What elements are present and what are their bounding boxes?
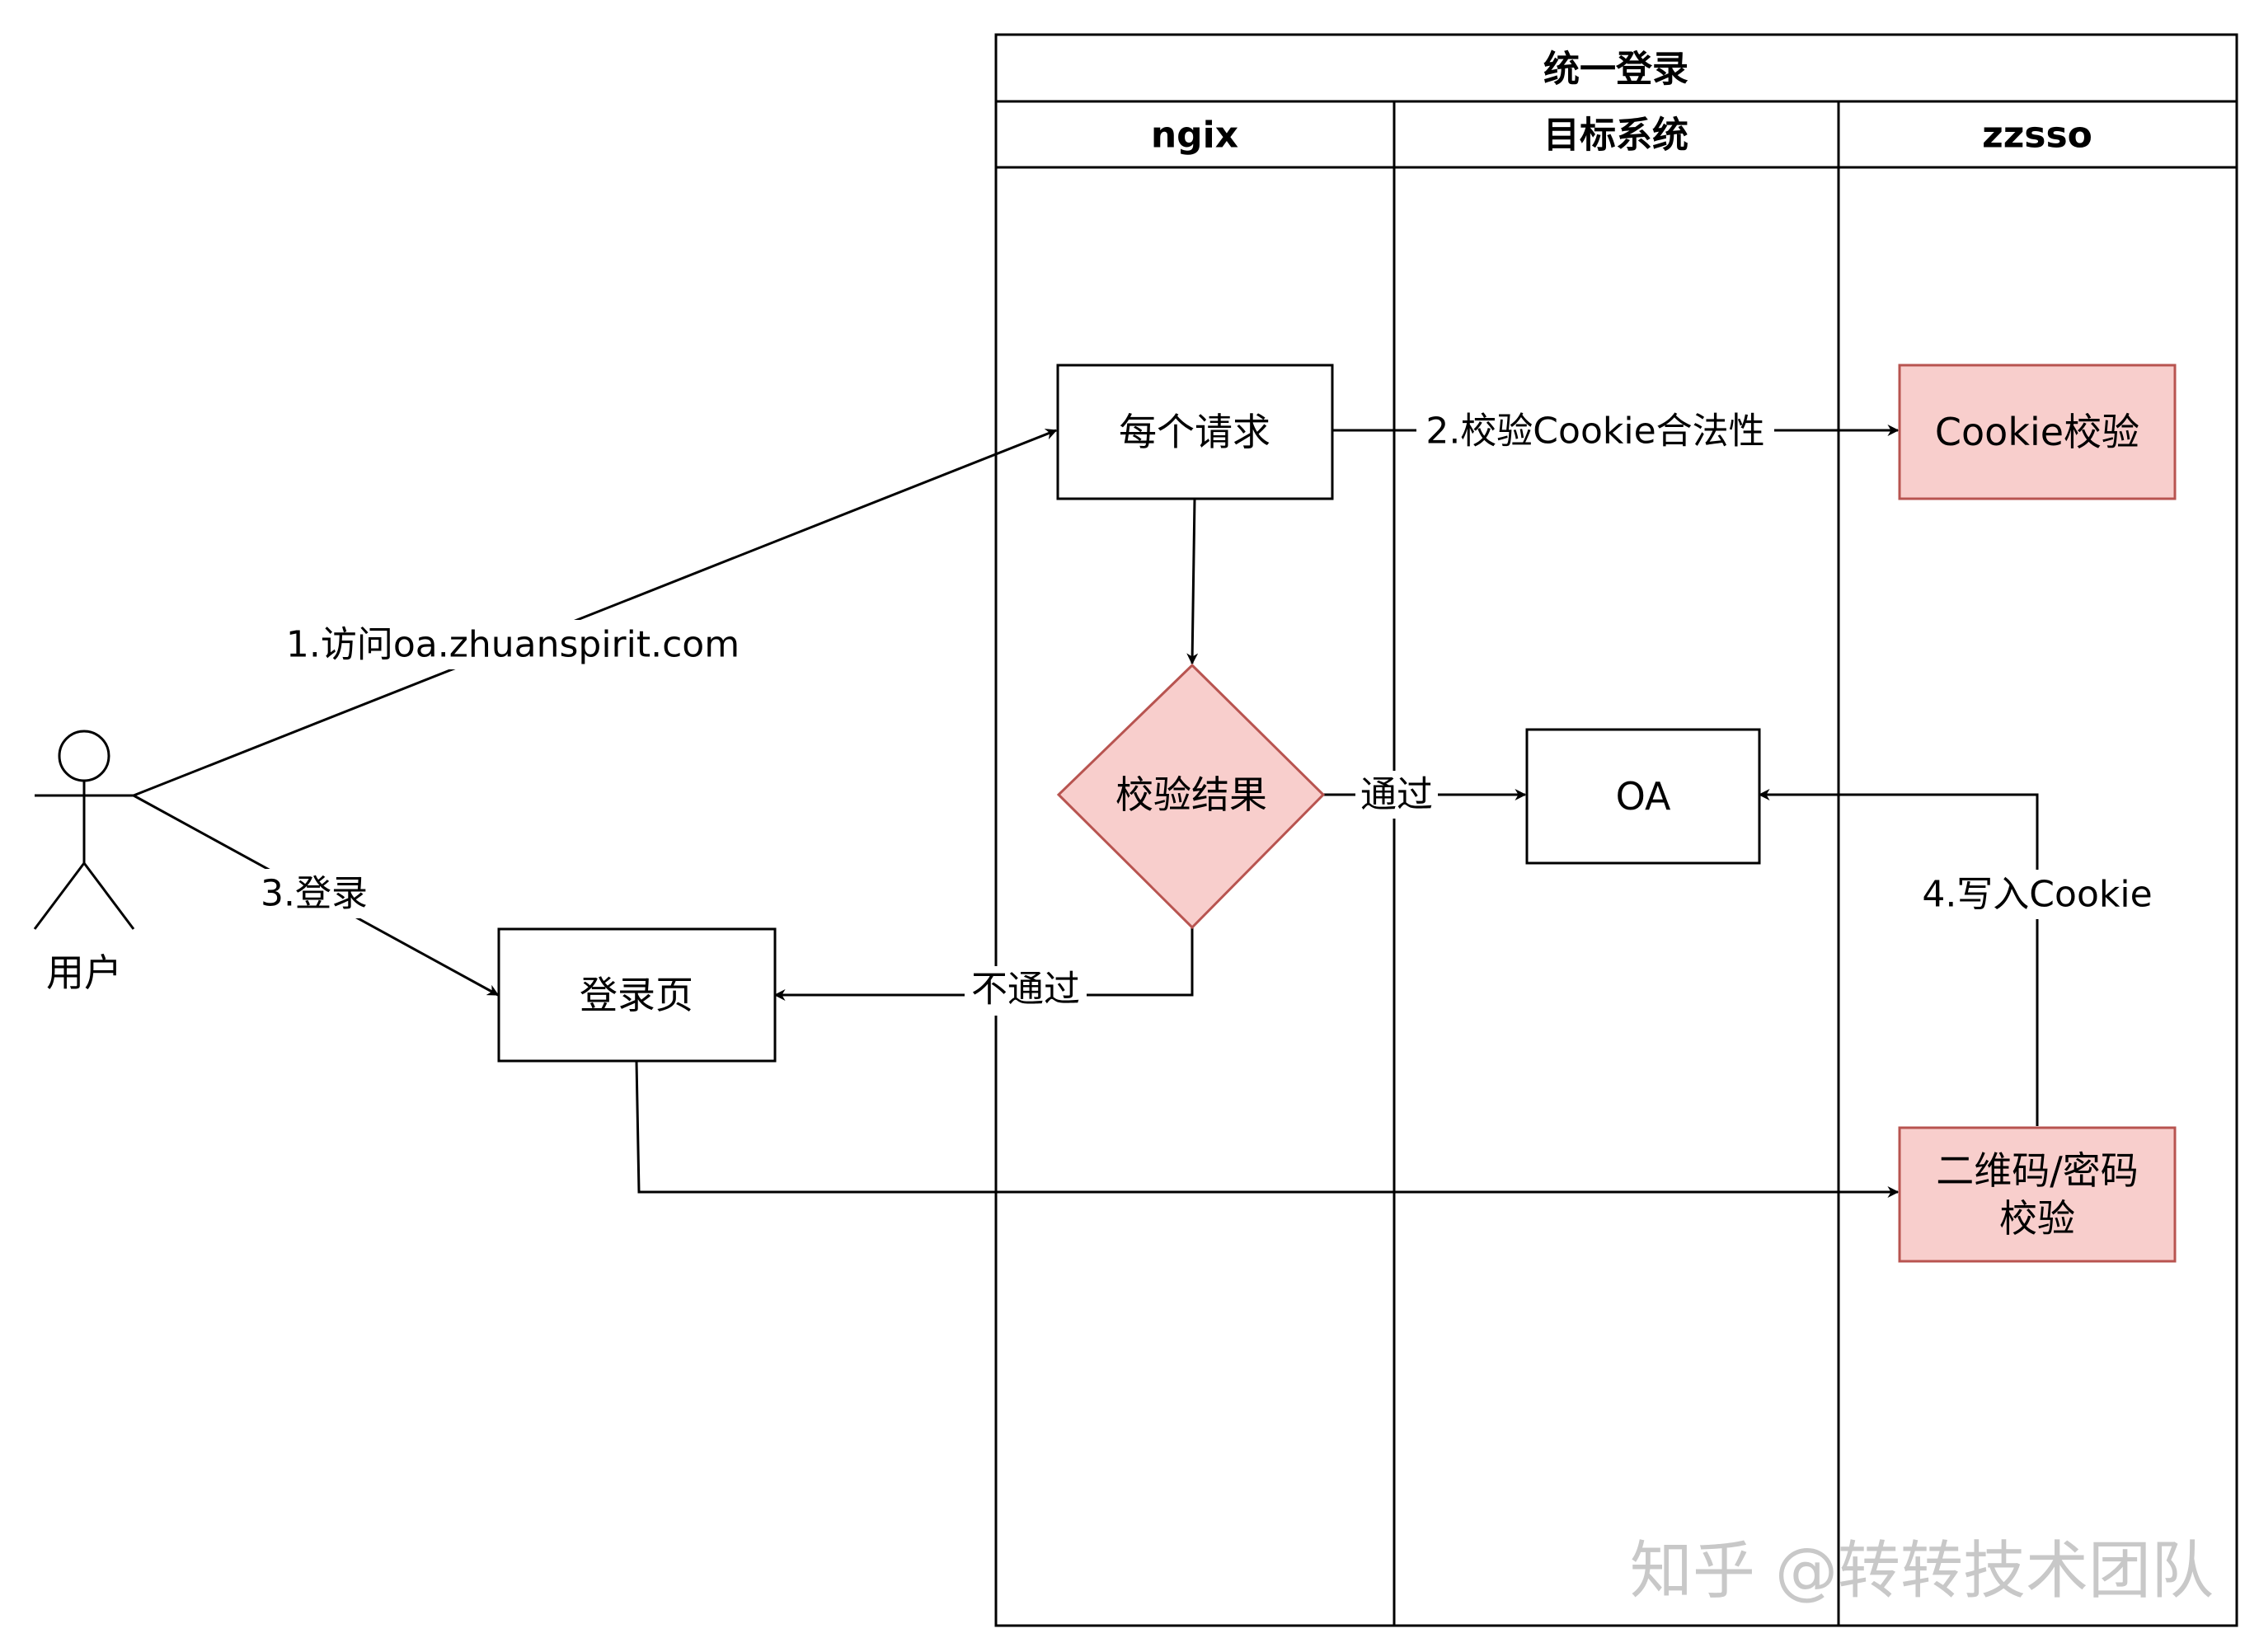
node-every-request: 每个请求 [1056, 364, 1334, 500]
edge-request-to-check [1186, 498, 1199, 665]
edge-visit [133, 429, 1058, 797]
node-login-page: 登录页 [497, 927, 777, 1063]
lane-title-ngix: ngix [1151, 115, 1238, 157]
edge-label-login: 3.登录 [261, 873, 368, 915]
edge-label-fail: 不通过 [971, 969, 1080, 1011]
actor-user [33, 730, 135, 930]
lane-title-zzsso: zzsso [1982, 115, 2092, 157]
node-oa: OA [1525, 728, 1761, 865]
node-cookie-check-label: Cookie校验 [1935, 410, 2139, 454]
actor-label: 用户 [46, 950, 122, 995]
pool-title: 统一登录 [1543, 49, 1688, 91]
actor-left-leg [33, 862, 86, 930]
node-qr-password-check: 二维码/密码 校验 [1898, 1126, 2177, 1263]
node-login-page-label: 登录页 [580, 973, 693, 1017]
node-cookie-check: Cookie校验 [1898, 364, 2177, 500]
edges [133, 425, 2039, 1198]
edge-labels: 1.访问oa.zhuanspirit.com 2.校验Cookie合法性 通过 … [254, 407, 2160, 1016]
node-every-request-label: 每个请求 [1119, 410, 1270, 454]
lane-title-target-system: 目标系统 [1543, 115, 1688, 157]
actor-head-icon [58, 730, 110, 782]
edge-write-cookie [1758, 789, 2039, 1126]
edge-label-write-cookie: 4.写入Cookie [1922, 874, 2152, 916]
node-check-result-label: 校验结果 [1115, 772, 1267, 817]
node-check-result: 校验结果 [1056, 663, 1326, 930]
node-qr-password-label-line2: 校验 [1999, 1196, 2075, 1241]
edge-label-visit: 1.访问oa.zhuanspirit.com [286, 624, 740, 666]
node-oa-label: OA [1616, 774, 1671, 819]
edge-label-pass: 通过 [1360, 774, 1433, 816]
edge-login-to-qr [635, 1060, 1900, 1198]
watermark: 知乎 @转转技术团队 [1630, 1534, 2214, 1607]
node-qr-password-label-line1: 二维码/密码 [1936, 1148, 2139, 1193]
actor-right-leg [82, 862, 135, 930]
edge-fail [773, 927, 1194, 1001]
edge-label-validate-cookie: 2.校验Cookie合法性 [1425, 411, 1764, 453]
